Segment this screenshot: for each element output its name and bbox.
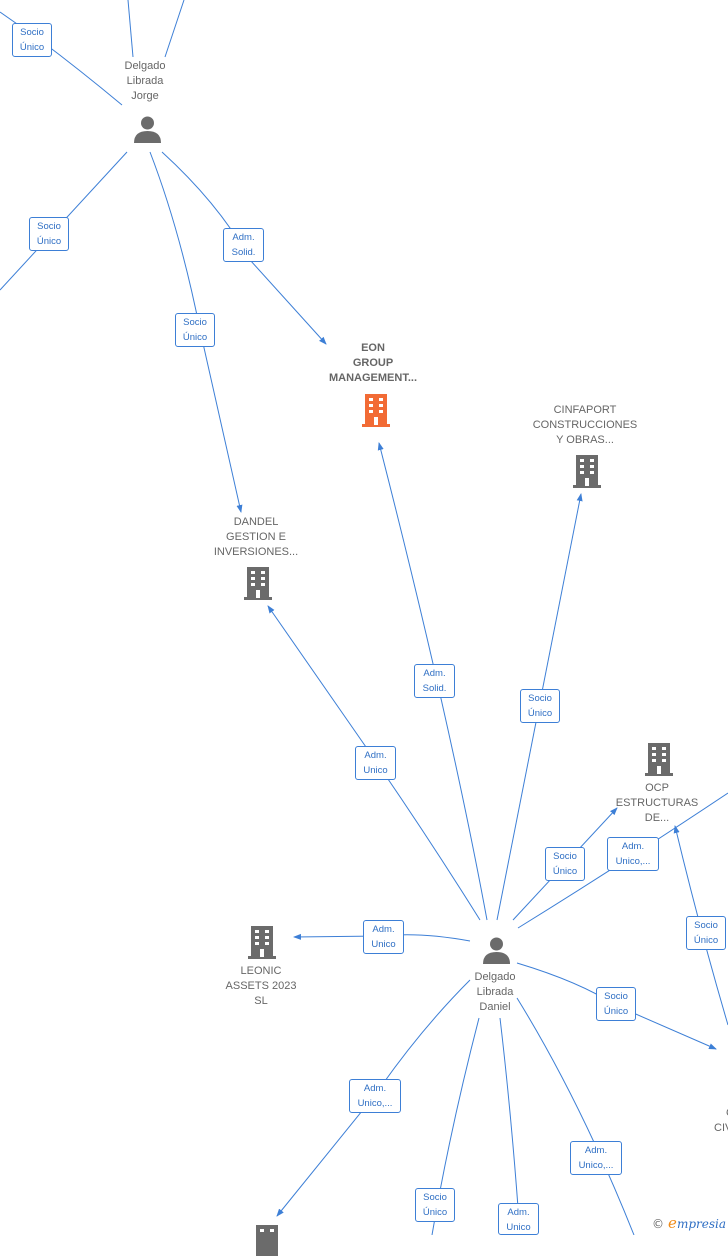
company-eon-label[interactable]: EON GROUP MANAGEMENT... [329, 342, 417, 384]
company-ocp-label[interactable]: OCP ESTRUCTURAS DE... [615, 782, 699, 824]
copyright-icon: © [652, 1217, 665, 1231]
relation-label[interactable]: Adm.Unico [363, 920, 404, 954]
building-icon[interactable] [246, 925, 278, 960]
relation-label[interactable]: Adm.Unico,... [570, 1141, 622, 1175]
company-dandel-label[interactable]: DANDEL GESTION E INVERSIONES... [213, 516, 299, 558]
person-icon[interactable] [133, 115, 162, 144]
company-cinfaport-label[interactable]: CINFAPORT CONSTRUCCIONES Y OBRAS... [532, 404, 638, 446]
relation-label[interactable]: Adm.Unico [355, 746, 396, 780]
empresia-logo[interactable]: ©empresia [652, 1214, 726, 1232]
edge-daniel-bottom3 [516, 997, 635, 1235]
relation-label[interactable]: Adm.Unico,... [349, 1079, 401, 1113]
building-icon[interactable] [242, 566, 274, 601]
building-icon-highlight[interactable] [360, 393, 392, 428]
person-delgado-daniel-label[interactable]: Delgado Librada Daniel [474, 971, 516, 1013]
edge-jorge-top2 [164, 0, 185, 58]
relation-label[interactable]: Adm.Solid. [223, 228, 264, 262]
person-icon[interactable] [482, 936, 511, 965]
edge-jorge-top1 [127, 0, 134, 58]
company-leonic-label[interactable]: LEONIC ASSETS 2023 SL [225, 965, 297, 1007]
relation-label[interactable]: Adm.Solid. [414, 664, 455, 698]
building-icon[interactable] [571, 454, 603, 489]
building-icon[interactable] [251, 1224, 283, 1259]
building-icon[interactable] [643, 742, 675, 777]
relation-label[interactable]: Adm.Unico [498, 1203, 539, 1235]
company-partial-right-label[interactable]: C CIV [714, 1107, 728, 1134]
person-delgado-jorge-label[interactable]: Delgado Librada Jorge [124, 60, 166, 102]
relation-label[interactable]: Adm.Unico,... [607, 837, 659, 871]
edge-daniel-eon [377, 442, 488, 921]
